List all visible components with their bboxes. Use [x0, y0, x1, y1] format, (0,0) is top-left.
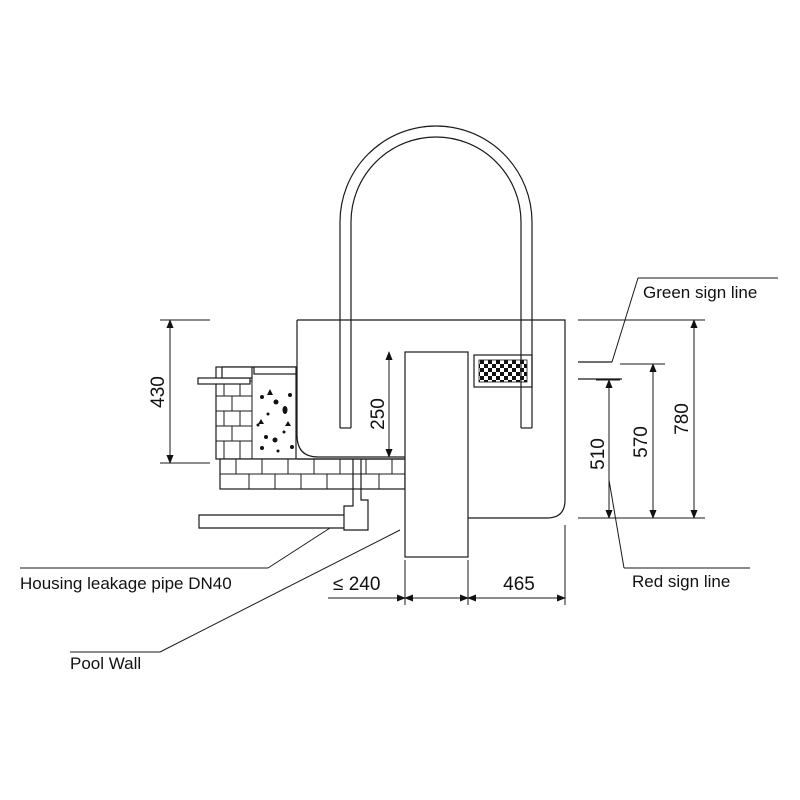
green-sign-line-label: Green sign line [643, 283, 757, 302]
handrail [339, 125, 533, 429]
pool-wall [404, 351, 469, 558]
pool-wall-label: Pool Wall [70, 654, 141, 673]
dim-465: 465 [503, 574, 535, 595]
dim-570: 570 [631, 426, 652, 458]
dim-250: 250 [368, 398, 389, 430]
sign-line-stubs [578, 361, 622, 380]
dim-510: 510 [588, 438, 609, 470]
dimension-lines [166, 319, 698, 602]
concrete-fill [256, 389, 294, 453]
overflow-basin [296, 319, 566, 519]
dim-430: 430 [148, 376, 169, 408]
leader-lines [20, 277, 778, 653]
dim-240: ≤ 240 [333, 574, 380, 595]
leakage-pipe [198, 459, 369, 531]
leakage-pipe-label: Housing leakage pipe DN40 [20, 574, 232, 593]
red-sign-line-label: Red sign line [632, 572, 730, 591]
dim-780: 780 [672, 403, 693, 435]
